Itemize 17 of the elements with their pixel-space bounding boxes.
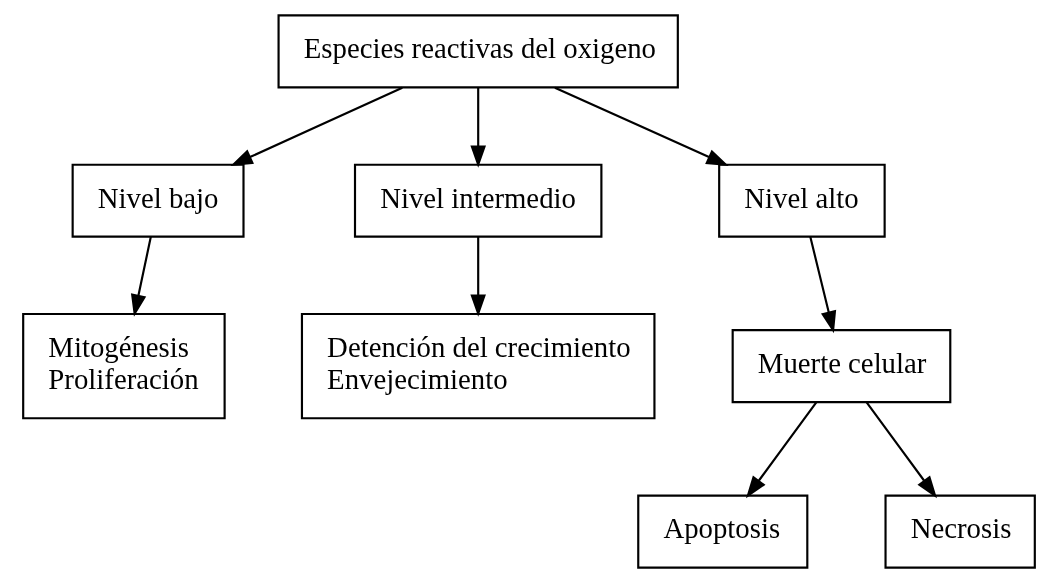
node-box: Apoptosis [636, 494, 808, 569]
node-box: Nivel bajo [71, 163, 245, 238]
node-box: Mitogénesis Proliferación [21, 312, 226, 420]
node-box: Nivel intermedio [353, 163, 602, 238]
arrow [553, 86, 729, 166]
arrow [808, 236, 836, 334]
node-box: Necrosis [883, 494, 1036, 569]
arrow [469, 87, 486, 168]
arrow [229, 86, 403, 166]
node-box: Detención del crecimiento Envejecimiento [300, 312, 656, 420]
node-box: Especies reactivas del oxigeno [277, 14, 679, 89]
arrow [745, 401, 817, 499]
arrow [130, 236, 152, 317]
node-box: Nivel alto [717, 163, 886, 238]
arrow [865, 401, 937, 499]
arrow [469, 236, 486, 317]
node-box: Muerte celular [731, 329, 951, 404]
